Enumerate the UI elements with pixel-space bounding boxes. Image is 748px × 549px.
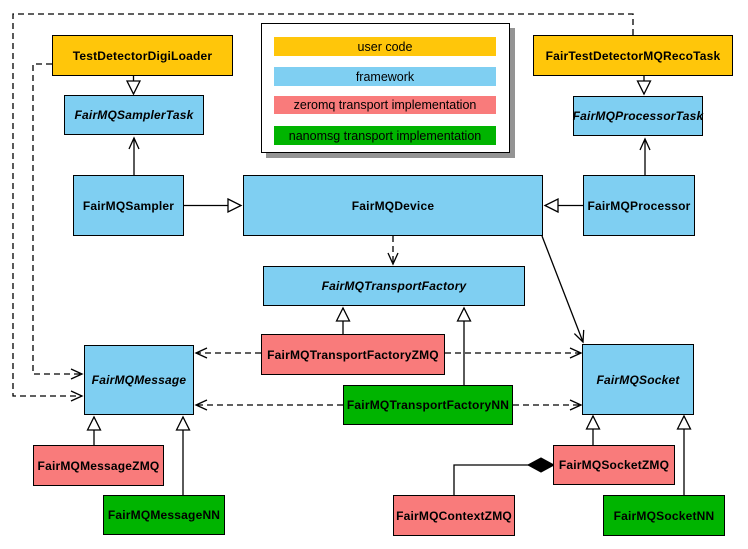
node-fairmqtransportfactory: FairMQTransportFactory <box>263 266 525 306</box>
node-fairmqsampler: FairMQSampler <box>73 175 184 236</box>
node-testdetectordigiloader: TestDetectorDigiLoader <box>52 35 233 76</box>
node-fairmqsamplertask: FairMQSamplerTask <box>64 95 204 135</box>
legend-box: user code framework zeromq transport imp… <box>261 23 510 153</box>
edge-device-socket <box>541 235 585 344</box>
legend-item-nanomsg: nanomsg transport implementation <box>274 126 496 145</box>
node-fairmqprocessor: FairMQProcessor <box>583 175 695 236</box>
edge-tddl-message <box>32 63 84 380</box>
node-fairmqsocketzmq: FairMQSocketZMQ <box>553 445 675 485</box>
node-fairmqtransportfactoryzmq: FairMQTransportFactoryZMQ <box>261 334 445 375</box>
edge-contextzmq-socketzmq <box>453 464 529 495</box>
legend-item-user-code: user code <box>274 37 496 56</box>
composition-diamond <box>526 457 556 473</box>
legend-item-zeromq: zeromq transport implementation <box>274 96 496 114</box>
legend-item-framework: framework <box>274 67 496 86</box>
node-fairmqsocketnn: FairMQSocketNN <box>603 495 725 536</box>
node-fairmqmessagezmq: FairMQMessageZMQ <box>33 445 164 486</box>
node-fairmqcontextzmq: FairMQContextZMQ <box>393 495 515 536</box>
edge-ftdmqrt-message <box>12 13 634 402</box>
node-fairtestdetectormqrecotask: FairTestDetectorMQRecoTask <box>533 35 733 76</box>
node-fairmqsocket: FairMQSocket <box>582 344 694 415</box>
node-fairmqmessagenn: FairMQMessageNN <box>103 495 225 535</box>
node-fairmqdevice: FairMQDevice <box>243 175 543 236</box>
node-fairmqprocessortask: FairMQProcessorTask <box>573 96 703 136</box>
node-fairmqtransportfactorynn: FairMQTransportFactoryNN <box>343 385 513 425</box>
node-fairmqmessage: FairMQMessage <box>84 345 194 415</box>
